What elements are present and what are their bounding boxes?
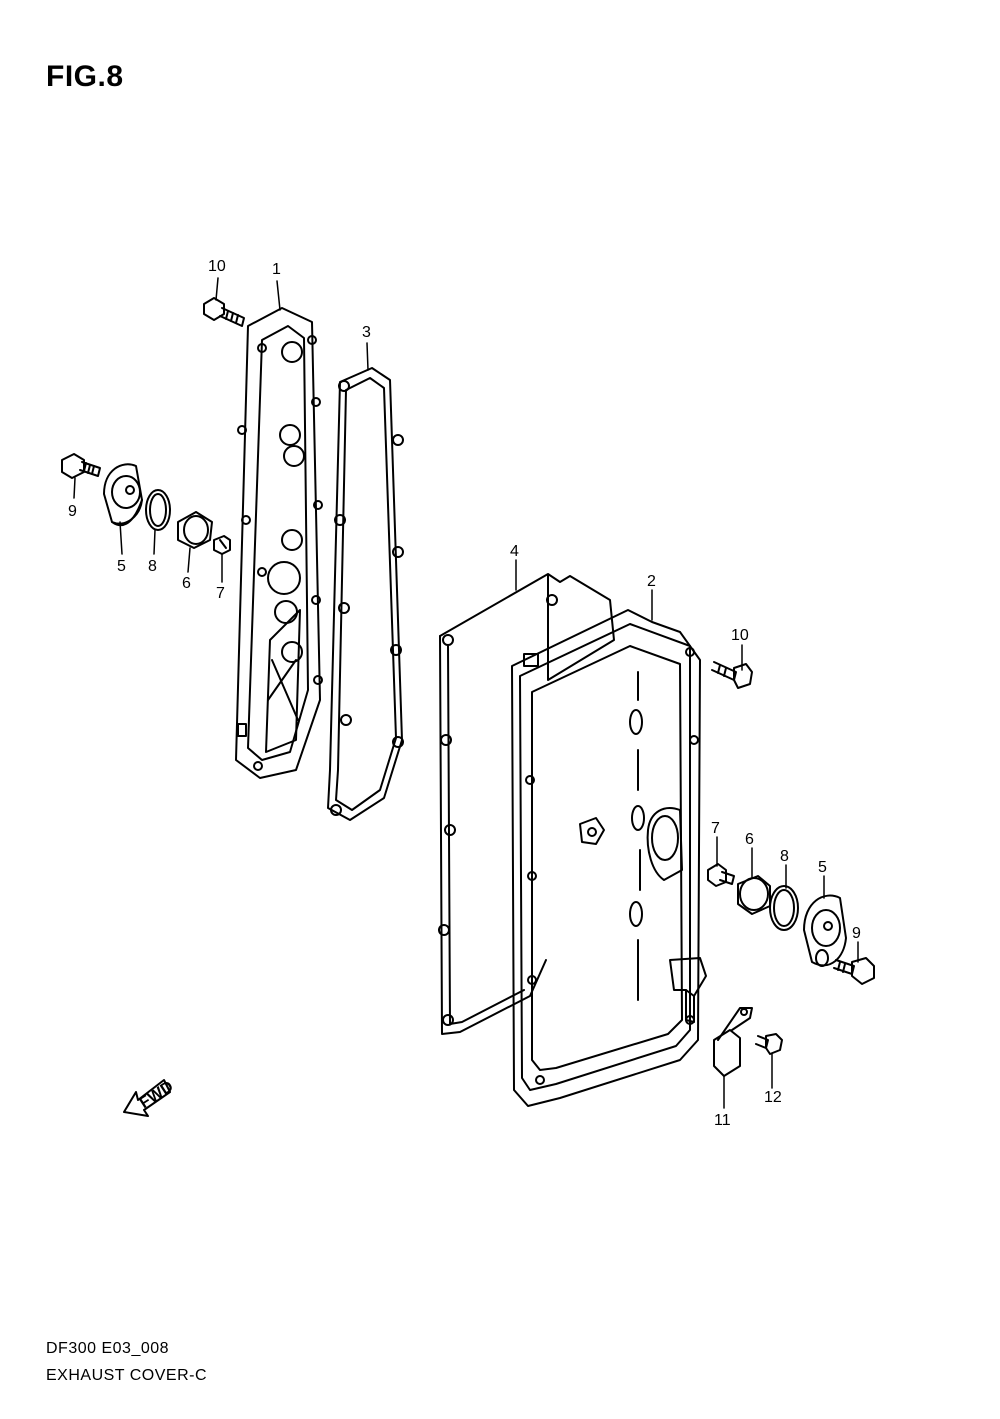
bolt-9-left <box>61 453 101 479</box>
callout-11: 11 <box>714 1112 731 1129</box>
callout-7-left: 7 <box>216 585 225 602</box>
callout-9-right: 9 <box>852 925 861 942</box>
gasket-right <box>438 573 615 1035</box>
callout-6-left: 6 <box>182 575 191 592</box>
bolt-9-right <box>833 957 875 985</box>
callout-10-left: 10 <box>208 258 226 275</box>
callout-5-left: 5 <box>117 558 126 575</box>
callout-5-right: 5 <box>818 859 827 876</box>
callout-10-right: 10 <box>731 627 749 644</box>
o-ring-8-left <box>145 489 171 531</box>
gasket-left <box>327 367 404 821</box>
bolt-12 <box>755 1033 783 1055</box>
bolt-7-left <box>213 535 231 555</box>
callout-9-left: 9 <box>68 503 77 520</box>
cover-5-right <box>803 894 847 967</box>
diagram-name: EXHAUST COVER-C <box>46 1367 208 1384</box>
leader-lines <box>73 277 859 1109</box>
callout-1: 1 <box>272 261 281 278</box>
fwd-arrow-icon <box>123 1079 171 1117</box>
o-ring-8-right <box>769 885 799 931</box>
callout-numbers: 10 1 3 9 5 8 6 7 4 2 10 7 6 8 5 9 11 12 <box>68 258 861 1129</box>
fwd-label: FWD <box>137 1078 177 1112</box>
callout-2: 2 <box>647 573 656 590</box>
bushing-6-right <box>737 875 771 915</box>
exhaust-cover-left <box>235 307 323 779</box>
bolt-10-left <box>203 297 245 327</box>
cover-5-left <box>103 463 143 527</box>
bolt-10-right <box>711 661 753 689</box>
callout-6-right: 6 <box>745 831 754 848</box>
callout-12: 12 <box>764 1089 782 1106</box>
exhaust-cover-right <box>511 609 707 1107</box>
figure-title: FIG.8 <box>46 60 124 93</box>
callout-7-right: 7 <box>711 820 720 837</box>
callout-8-left: 8 <box>148 558 157 575</box>
bolt-7-right <box>707 863 735 887</box>
callout-8-right: 8 <box>780 848 789 865</box>
callout-4: 4 <box>510 543 519 560</box>
callout-3: 3 <box>362 324 371 341</box>
clamp-11 <box>713 1007 753 1077</box>
bushing-6-left <box>177 511 213 549</box>
diagram-code: DF300 E03_008 <box>46 1340 170 1357</box>
